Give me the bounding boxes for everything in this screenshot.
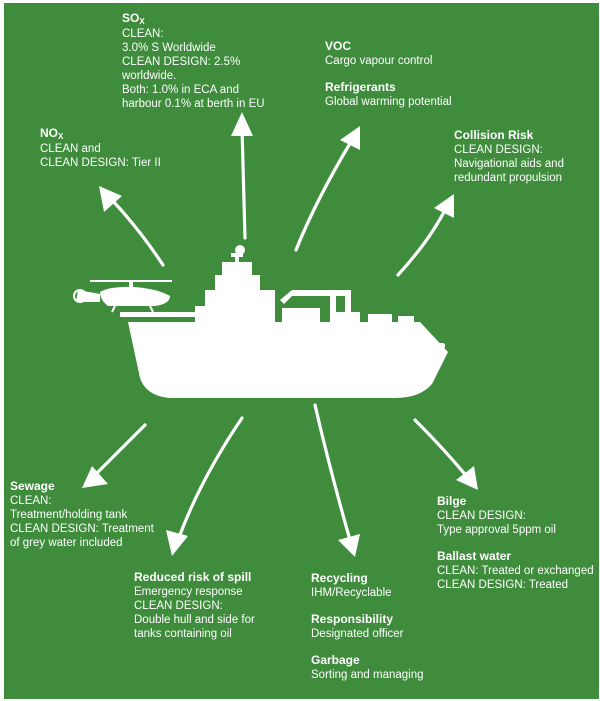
voc-line-1: Cargo vapour control (325, 55, 433, 67)
spill-title: Reduced risk of spill (134, 570, 252, 584)
responsibility-title: Responsibility (311, 612, 394, 626)
arrow-to-recycling (313, 403, 352, 542)
refrigerants-title: Refrigerants (325, 80, 396, 94)
recycling-block: Recycling IHM/Recyclable Responsibility … (311, 571, 424, 682)
ship-icon (120, 245, 448, 398)
sox-line-5: Both: 1.0% in ECA and (122, 84, 239, 96)
sewage-title: Sewage (10, 479, 55, 493)
collision-line-1: CLEAN DESIGN: (454, 144, 543, 156)
sewage-line-3: CLEAN DESIGN: Treatment (10, 523, 154, 535)
sox-title: SOX (122, 11, 145, 26)
arrowhead-sox (231, 112, 253, 136)
arrow-to-collision (396, 206, 448, 277)
refrigerants-line-1: Global warming potential (325, 96, 452, 108)
sox-line-1: CLEAN: (122, 28, 164, 40)
sewage-line-1: CLEAN: (10, 495, 52, 507)
nox-line-2: CLEAN DESIGN: Tier II (40, 157, 161, 169)
ballast-title: Ballast water (437, 549, 512, 563)
bilge-line-1: CLEAN DESIGN: (437, 510, 526, 522)
recycling-title: Recycling (311, 571, 368, 585)
sox-line-4: worldwide. (122, 70, 177, 82)
voc-block: VOC Cargo vapour control Refrigerants Gl… (325, 39, 452, 109)
sewage-block: Sewage CLEAN: Treatment/holding tank CLE… (10, 479, 154, 550)
collision-line-2: Navigational aids and (454, 158, 564, 170)
arrowhead-nox (99, 186, 122, 212)
arrowhead-voc (340, 126, 360, 150)
arrow-to-sox (240, 126, 247, 240)
responsibility-line-1: Designated officer (311, 628, 404, 640)
spill-line-2: CLEAN DESIGN: (134, 600, 223, 612)
sewage-line-2: Treatment/holding tank (10, 509, 128, 521)
garbage-line-1: Sorting and managing (311, 669, 424, 681)
ballast-line-2: CLEAN DESIGN: Treated (437, 579, 569, 591)
arrow-to-sewage (93, 423, 147, 477)
sewage-line-4: of grey water included (10, 537, 123, 549)
voc-title: VOC (325, 39, 352, 53)
nox-title: NOX (40, 126, 64, 141)
nox-line-1: CLEAN and (40, 143, 101, 155)
sox-line-3: CLEAN DESIGN: 2.5% (122, 56, 241, 68)
arrowhead-recycling (338, 534, 360, 557)
arrowhead-bilge (456, 466, 478, 490)
spill-line-1: Emergency response (134, 586, 243, 598)
sox-block: SOX CLEAN: 3.0% S Worldwide CLEAN DESIGN… (122, 11, 265, 111)
recycling-line-1: IHM/Recyclable (311, 587, 392, 599)
bilge-title: Bilge (437, 494, 467, 508)
sox-line-6: harbour 0.1% at berth in EU (122, 98, 265, 110)
bilge-block: Bilge CLEAN DESIGN: Type approval 5ppm o… (437, 494, 594, 592)
arrow-to-voc (294, 138, 354, 252)
garbage-title: Garbage (311, 653, 360, 667)
nox-block: NOX CLEAN and CLEAN DESIGN: Tier II (40, 126, 161, 170)
spill-line-3: Double hull and side for (134, 614, 255, 626)
sox-line-2: 3.0% S Worldwide (122, 42, 216, 54)
arrow-to-spill (176, 416, 244, 542)
ballast-line-1: CLEAN: Treated or exchanged (437, 565, 594, 577)
collision-block: Collision Risk CLEAN DESIGN: Navigationa… (454, 128, 564, 185)
arrow-to-nox (110, 198, 165, 267)
collision-title: Collision Risk (454, 128, 534, 142)
arrow-to-bilge (413, 418, 470, 480)
arrowhead-spill (166, 530, 188, 556)
collision-line-3: redundant propulsion (454, 172, 563, 184)
helicopter-icon (73, 280, 172, 313)
bilge-line-2: Type approval 5ppm oil (437, 524, 556, 536)
arrowhead-collision (434, 194, 454, 218)
spill-line-4: tanks containing oil (134, 628, 232, 640)
arrowhead-sewage (82, 466, 108, 488)
spill-block: Reduced risk of spill Emergency response… (134, 570, 255, 641)
